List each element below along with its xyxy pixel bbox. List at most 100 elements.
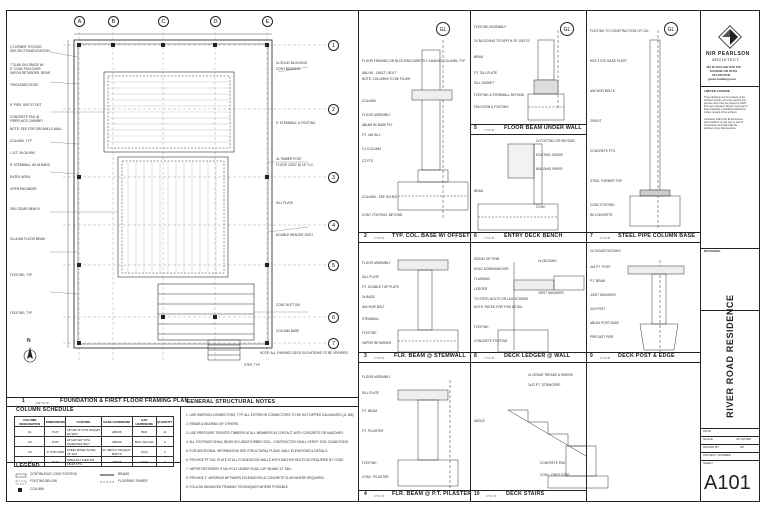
detail-label: FOOTING [362, 331, 377, 335]
grid-bubble-a: A [74, 16, 85, 27]
legend-title: LEGEND [16, 463, 40, 469]
table-cell: ABU66 [100, 456, 133, 467]
detail-label: VAPOR RETARDER [362, 341, 392, 345]
detail-label: CONC [536, 205, 546, 209]
detail-scale: 1"=1'-0" [484, 356, 495, 360]
detail-label: P.T. DOUBLE TOP PLATE [362, 285, 400, 289]
detail-label: ABU66 W/ BASE PLT [362, 123, 393, 127]
detail-title: FLOOR BEAM UNDER WALL [504, 125, 582, 131]
grid-bubble-e: E [262, 16, 273, 27]
table-cell: BC6 [131, 426, 157, 437]
detail-label: ANCHOR BOLT [362, 305, 385, 309]
license-title: LIMITED LICENSE [704, 89, 730, 93]
detail-label: C1 COLUMN [362, 147, 381, 151]
detail-label: PRECAST PIER [590, 335, 614, 339]
detail-label: ABU44 POST BASE [590, 321, 619, 325]
grid-bubble-1: 1 [328, 40, 339, 51]
detail-label: C2 FTG [362, 159, 374, 163]
detail-label: W/ CONCRETE [590, 213, 613, 217]
detail-label: COLUMN [362, 99, 376, 103]
detail-label: P.T. BEAM [590, 279, 605, 283]
legend-item: FOOTING BELOW [30, 479, 57, 483]
detail-number: 2 [364, 233, 367, 239]
callout: NOTE: ALL FINISHED DECK ELEVATIONS TO BE… [260, 351, 348, 355]
col-header: BASE HARDWARE [100, 416, 133, 427]
col-header: QUANTITY [155, 416, 175, 427]
detail-drawings [397, 30, 685, 490]
project-number-label: PROJECT NUMBER [703, 453, 731, 457]
grid-bubble-3: 3 [328, 172, 339, 183]
col-header: FOOTING [65, 416, 102, 427]
detail-label: ANCHOR BOLTS [590, 89, 615, 93]
detail-label: CONCRETE PAD [540, 461, 566, 465]
table-cell: 24"x24"x10" FTG W/(4)#4 EA WAY [65, 436, 102, 447]
callout: NOTE: SEE FOR GROUND & WALL [10, 127, 63, 131]
detail-label: FOOTING TO CONSTRUCTION OF COL [590, 29, 650, 33]
grid-bubble-2: 2 [328, 104, 339, 115]
detail-title: DECK POST & EDGE [618, 353, 675, 359]
detail-scale: 1"=1'-0" [484, 128, 495, 132]
detail-scale: 1"=1'-0" [486, 494, 497, 498]
grid-line-bubble: GL [560, 22, 574, 36]
callout: FLOOR JOIST @ 16" O.C. [276, 163, 314, 167]
detail-label: 2x BASE [362, 295, 375, 299]
detail-label: ANGLE [474, 419, 485, 423]
col-header: CAP HARDWARE [131, 416, 157, 427]
table-cell: 11 [155, 426, 175, 437]
detail-label: CONC FOOTING [590, 203, 615, 207]
grid-bubble-c: C [158, 16, 169, 27]
detail-number: 6 [474, 233, 477, 239]
general-note: 5. FOR ADDITIONAL INFORMATION SEE STRUCT… [186, 449, 329, 453]
detail-label: GROUT [590, 119, 602, 123]
general-note: 4. ALL FOOTINGS SHALL BEAR ON UNDISTURBE… [186, 440, 349, 444]
table-cell: PL 3/8x7x7 W/(4)1/2" BOLTS [100, 446, 133, 457]
date-label: DATE [703, 429, 711, 433]
callout: SILL PLATE [276, 201, 294, 205]
column-schedule-title: COLUMN SCHEDULE [16, 407, 74, 413]
detail-label: SIDING OR TRIM [474, 257, 500, 261]
detail-number: 9 [590, 353, 593, 359]
table-row: C2 6"x6" 24"x24"x10" FTG W/(4)#4 EA WAY … [13, 436, 175, 447]
callout: ENTRY AREA [10, 175, 31, 179]
general-note: 7. VAPOR RETARDER: 6 MIL POLY UNDER SLAB… [186, 467, 292, 471]
column-schedule-table: COLUMN DESIGNATION DIMENSIONS FOOTING BA… [13, 416, 175, 467]
detail-label: FOOTING [362, 461, 377, 465]
detail-label: 2x12 P.T. STRINGERS [528, 383, 561, 387]
firm-address: 453 W 10th AVE STE 100 [706, 65, 741, 69]
callout: 2 CORNER TO EDGE [10, 45, 42, 49]
table-cell: ABU66 [100, 436, 133, 447]
detail-label: 2x CEDAR DECKING [590, 249, 621, 253]
detail-label: FOOTING & STEMWALL BEYOND [474, 93, 525, 97]
table-cell: CCQ [131, 446, 157, 457]
callout: COLUMN BASE [276, 329, 300, 333]
detail-label: CONC. PILASTER [362, 475, 389, 479]
callout: THICKENED EDGE [10, 83, 39, 87]
callout: DOUBLE HEADER JOIST [276, 233, 314, 237]
callout: FIREPLACE CHIMNEY [10, 119, 44, 123]
detail-scale: 1"=1'-0" [600, 356, 611, 360]
firm-logo-icon [718, 25, 742, 49]
detail-number: 4 [364, 491, 367, 497]
firm-phone: 541.345.5542 [712, 73, 731, 77]
legend-item: CONTINUOUS CONC FOOTING [30, 472, 78, 476]
detail-label: P.T. PILASTER [362, 429, 384, 433]
grid-line-bubble: GL [436, 22, 450, 36]
col-header: COLUMN DESIGNATION [13, 416, 46, 427]
detail-label: JOIST HANGERS [590, 293, 616, 297]
table-cell: 18"x18"x8" FTG W/(3)#4 EA WAY [65, 426, 102, 437]
table-cell: 6"x6" [44, 426, 67, 437]
detail-label: FLOOR FRAMING OR BLOCKING DIRECTLY AGAIN… [362, 59, 466, 63]
sheet-label: SHEET [703, 461, 714, 465]
detail-number: 7 [590, 233, 593, 239]
detail-label: BEAM [474, 189, 484, 193]
general-note: 9. FOLLOW ADVANCED FRAMING TECHNIQUES WH… [186, 485, 289, 489]
detail-scale: 1"=1'-0" [374, 494, 385, 498]
callout: CONC BOTTOM [276, 303, 300, 307]
grid-line-bubble: GL [664, 22, 678, 36]
scale-label: SCALE [703, 437, 713, 441]
firm-city: EUGENE OR 97401 [710, 69, 738, 73]
detail-label: 2x CEDAR TREADS & RISERS [528, 373, 573, 377]
detail-title: ENTRY DECK BENCH [504, 233, 563, 239]
detail-scale: 1"=1'-0" [374, 356, 385, 360]
callout: VAPOR RETARDER, REINF [10, 71, 51, 75]
